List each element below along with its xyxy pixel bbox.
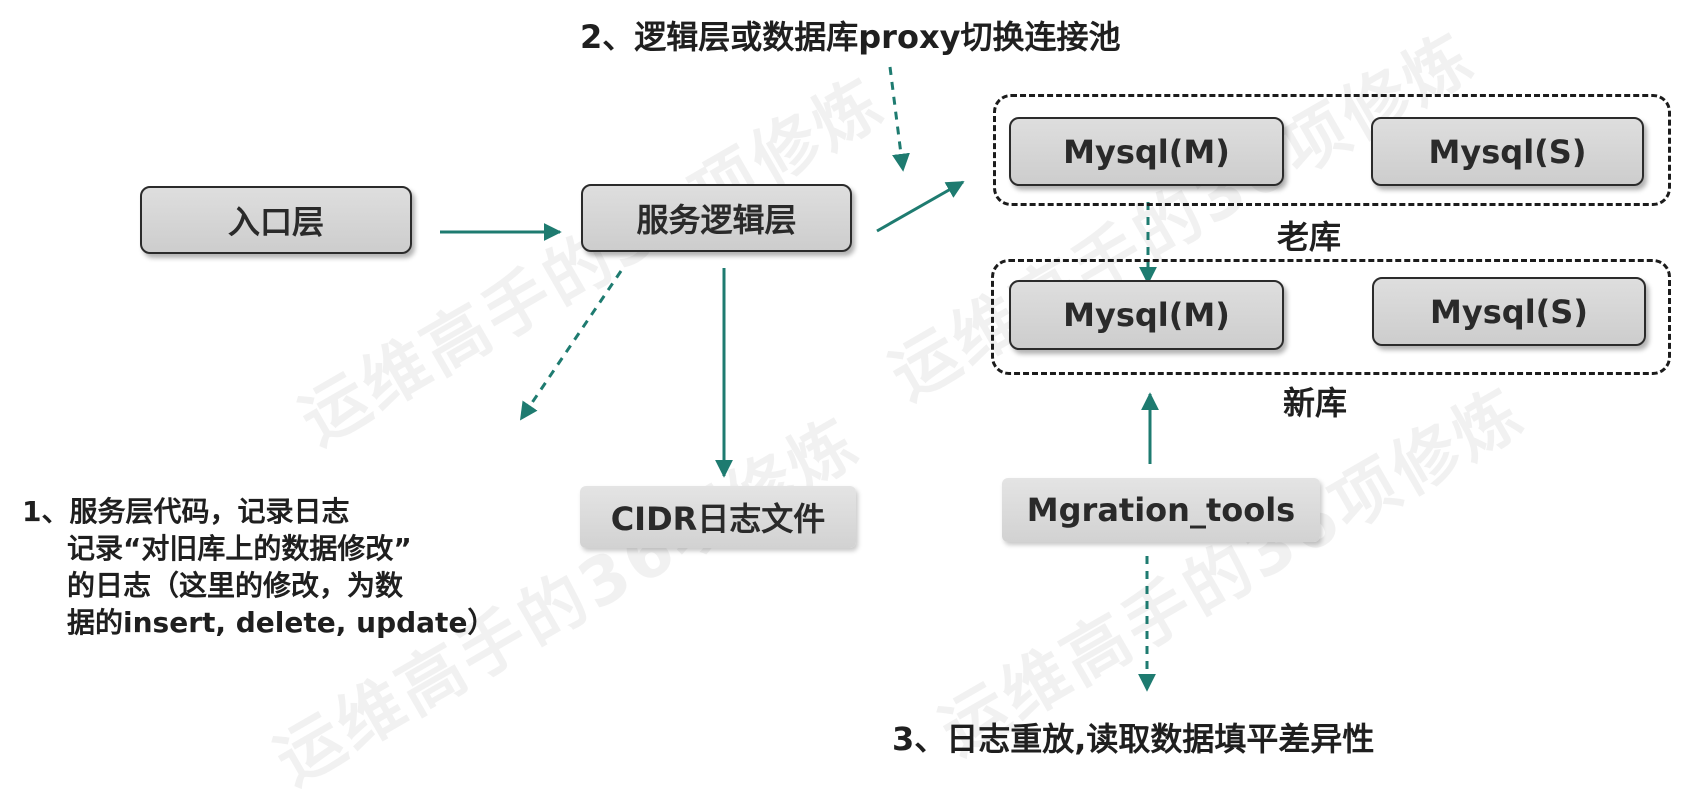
connector-layer — [440, 66, 1159, 692]
step1-line: 1、服务层代码，记录日志 — [22, 495, 350, 528]
old-db-group — [993, 94, 1671, 206]
new-db-master-node: Mysql(M) — [1009, 280, 1284, 350]
migration-tool-node: Mgration_tools — [1002, 478, 1320, 542]
migration-tool-label: Mgration_tools — [1026, 491, 1296, 529]
arrow-service-to-step1 — [519, 270, 623, 421]
new-db-slave-label: Mysql(S) — [1430, 292, 1588, 331]
cidr-log-file-label: CIDR日志文件 — [610, 500, 826, 538]
entry-layer-label: 入口层 — [227, 203, 324, 241]
service-logic-layer-node: 服务逻辑层 — [581, 184, 852, 252]
entry-layer-node: 入口层 — [140, 186, 412, 254]
step3-caption: 3、日志重放,读取数据填平差异性 — [892, 720, 1375, 758]
new-db-slave-node: Mysql(S) — [1372, 277, 1646, 346]
old-db-caption: 老库 — [1277, 218, 1342, 256]
old-db-slave-label: Mysql(S) — [1428, 132, 1587, 171]
new-db-master-label: Mysql(M) — [1063, 296, 1230, 334]
old-db-master-node: Mysql(M) — [1009, 117, 1284, 186]
new-db-group — [991, 259, 1671, 375]
step1-line: 记录“对旧库上的数据修改” — [67, 532, 412, 565]
old-db-master-label: Mysql(M) — [1063, 132, 1230, 171]
arrow-service-to-old-db — [876, 180, 965, 233]
step1-line: 的日志（这里的修改，为数 — [67, 569, 404, 602]
cidr-log-file-node: CIDR日志文件 — [580, 486, 856, 548]
arrow-step2-to-connection — [888, 66, 910, 172]
service-logic-layer-label: 服务逻辑层 — [636, 201, 797, 239]
step1-note: 1、服务层代码，记录日志 记录“对旧库上的数据修改” 的日志（这里的修改，为数 … — [22, 493, 495, 641]
old-db-slave-node: Mysql(S) — [1371, 117, 1644, 186]
step2-caption: 2、逻辑层或数据库proxy切换连接池 — [580, 18, 1121, 56]
step1-line: 据的insert, delete, update） — [67, 606, 496, 639]
new-db-caption: 新库 — [1283, 384, 1348, 422]
